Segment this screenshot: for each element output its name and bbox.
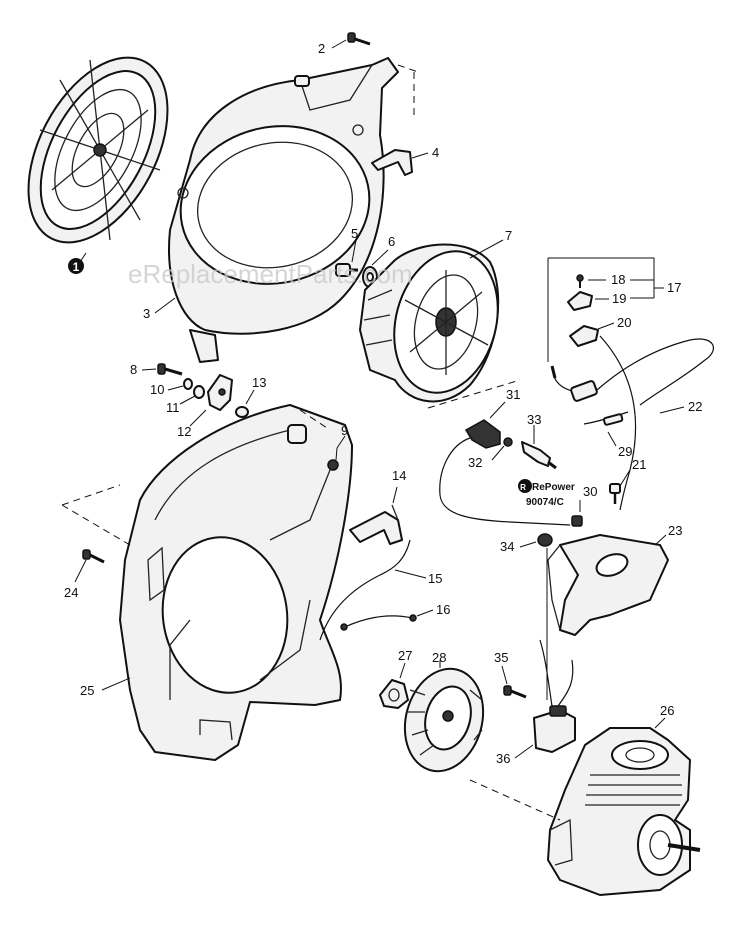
callout-34: 34 xyxy=(500,539,514,554)
ring-part-13[interactable] xyxy=(235,406,249,418)
repower-logo: R RePower 90074/C xyxy=(518,479,575,508)
cable-part-16[interactable] xyxy=(340,614,417,631)
callout-7: 7 xyxy=(505,228,512,243)
heat-shield-part-23[interactable] xyxy=(547,534,669,636)
callout-20: 20 xyxy=(617,315,631,330)
callout-29: 29 xyxy=(618,444,632,459)
screw-part-24[interactable] xyxy=(82,549,105,564)
repower-code: 90074/C xyxy=(526,497,564,508)
watermark: eReplacementParts.com xyxy=(128,259,413,289)
washer-part-11[interactable] xyxy=(193,385,205,399)
callout-25: 25 xyxy=(80,683,94,698)
callout-27: 27 xyxy=(398,648,412,663)
callout-13: 13 xyxy=(252,375,266,390)
callout-24: 24 xyxy=(64,585,78,600)
callout-35: 35 xyxy=(494,650,508,665)
callout-30: 30 xyxy=(583,484,597,499)
spring-part-32[interactable] xyxy=(503,437,513,447)
svg-text:R: R xyxy=(520,483,526,492)
callout-6: 6 xyxy=(388,234,395,249)
ignition-module-part-36[interactable] xyxy=(533,639,576,753)
bracket-part-12[interactable] xyxy=(207,374,233,411)
engine-part-26[interactable] xyxy=(547,727,701,896)
callout-3: 3 xyxy=(143,306,150,321)
callout-1: 1 xyxy=(73,260,80,274)
spark-plug-boot-part-31[interactable] xyxy=(439,419,571,526)
screw-part-2[interactable] xyxy=(347,32,371,46)
callout-4: 4 xyxy=(432,145,439,160)
callout-19: 19 xyxy=(612,291,626,306)
bolt-part-35[interactable] xyxy=(503,685,527,699)
clip-part-4[interactable] xyxy=(371,149,413,176)
nut-part-30[interactable] xyxy=(571,515,583,527)
throttle-lever-part-14[interactable] xyxy=(349,504,403,545)
callout-26: 26 xyxy=(660,703,674,718)
repower-logo-text: RePower xyxy=(532,482,575,493)
callout-33: 33 xyxy=(527,412,541,427)
clamp-part-20[interactable] xyxy=(569,325,599,347)
callout-10: 10 xyxy=(150,382,164,397)
callout-8: 8 xyxy=(130,362,137,377)
callout-9: 9 xyxy=(341,423,348,438)
impeller-part-7[interactable] xyxy=(359,240,513,405)
pulley-part-27[interactable] xyxy=(379,679,409,709)
callout-17: 17 xyxy=(667,280,681,295)
callout-36: 36 xyxy=(496,751,510,766)
callout-2: 2 xyxy=(318,41,325,56)
callout-31: 31 xyxy=(506,387,520,402)
callout-1-badge xyxy=(68,258,84,274)
main-frame-part-25[interactable] xyxy=(119,404,353,761)
callout-32: 32 xyxy=(468,455,482,470)
screw-part-18[interactable] xyxy=(576,274,584,288)
bolt-part-8[interactable] xyxy=(157,363,183,376)
spark-plug-part-33[interactable] xyxy=(521,441,557,470)
nut-part-5[interactable] xyxy=(335,263,358,277)
screw-part-21[interactable] xyxy=(609,483,621,504)
callout-18: 18 xyxy=(611,272,625,287)
grommet-part-34[interactable] xyxy=(537,533,553,547)
callout-21: 21 xyxy=(632,457,646,472)
throttle-rod-part-15[interactable] xyxy=(319,539,411,641)
callout-28: 28 xyxy=(432,650,446,665)
callout-14: 14 xyxy=(392,468,406,483)
switch-wire-part-22[interactable] xyxy=(550,335,715,511)
callout-12: 12 xyxy=(177,424,191,439)
callout-15: 15 xyxy=(428,571,442,586)
fan-guard-part-1[interactable] xyxy=(0,34,196,265)
washer-part-10[interactable] xyxy=(183,378,193,390)
callout-5: 5 xyxy=(351,226,358,241)
callout-22: 22 xyxy=(688,399,702,414)
callout-11: 11 xyxy=(166,400,180,415)
flywheel-part-28[interactable] xyxy=(394,660,494,780)
clamp-part-19[interactable] xyxy=(567,291,593,311)
callout-23: 23 xyxy=(668,523,682,538)
callout-16: 16 xyxy=(436,602,450,617)
